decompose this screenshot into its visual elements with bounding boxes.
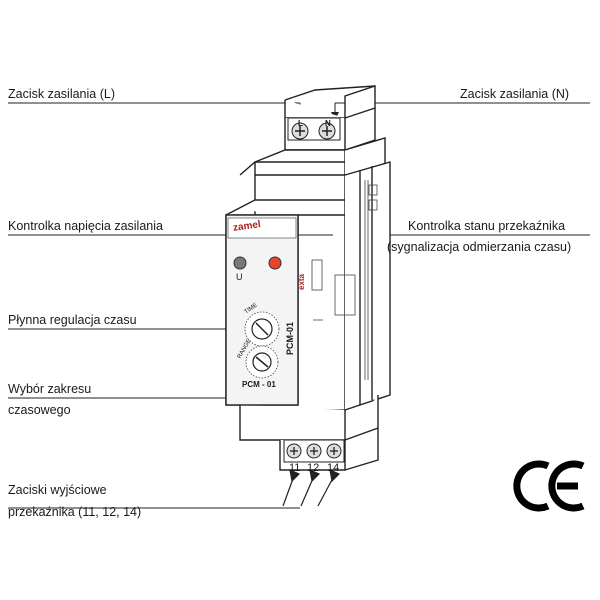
terminal-11-label: 11 xyxy=(289,462,301,474)
label-time-adjust: Płynna regulacja czasu xyxy=(8,313,137,327)
label-relay-indicator: Kontrolka stanu przekaźnika xyxy=(408,219,566,233)
label-range-select-1: Wybór zakresu xyxy=(8,382,92,396)
side-print xyxy=(311,180,378,380)
label-power-indicator: Kontrolka napięcia zasilania xyxy=(8,219,163,233)
top-terminals xyxy=(287,117,341,141)
terminal-14-label: 14 xyxy=(327,462,340,474)
power-led xyxy=(233,256,247,270)
model-front: PCM - 01 xyxy=(242,380,276,389)
label-range-select-2: czasowego xyxy=(8,403,71,417)
label-relay-indicator-note: (sygnalizacja odmierzania czasu) xyxy=(387,240,572,254)
terminal-n-label: N xyxy=(325,119,331,128)
bottom-terminals xyxy=(283,439,345,463)
range-knob[interactable] xyxy=(245,345,279,379)
model-side: PCM-01 xyxy=(285,321,295,355)
exta-label: exta xyxy=(297,273,306,290)
terminal-12-label: 12 xyxy=(307,462,320,474)
time-knob[interactable] xyxy=(244,311,280,347)
output-arrows xyxy=(282,468,341,507)
relay-led xyxy=(268,256,282,270)
ce-mark xyxy=(513,460,585,512)
label-output-terminals-2: przekaźnika (11, 12, 14) xyxy=(8,505,142,519)
led-u-label: U xyxy=(236,272,243,282)
label-power-terminal-l: Zacisk zasilania (L) xyxy=(8,87,115,101)
terminal-l-label: L xyxy=(298,119,303,128)
label-output-terminals-1: Zaciski wyjściowe xyxy=(8,483,107,497)
label-power-terminal-n: Zacisk zasilania (N) xyxy=(460,87,570,101)
